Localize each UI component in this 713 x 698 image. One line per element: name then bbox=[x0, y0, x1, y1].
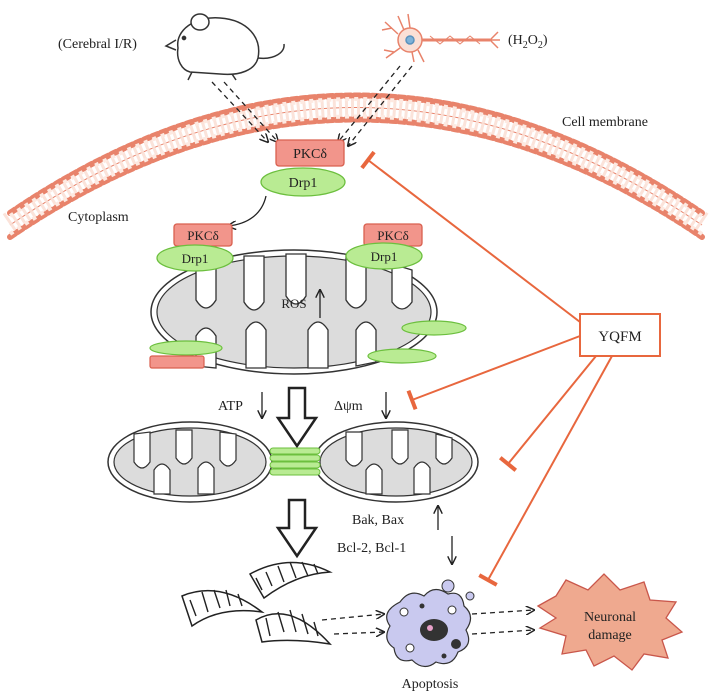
cell-membrane bbox=[2, 92, 710, 240]
ros-label: ROS bbox=[281, 296, 306, 311]
pkc-label: PKCδ bbox=[187, 228, 218, 243]
bak-bax-label: Bak, Bax bbox=[352, 513, 404, 528]
block-arrow-fission bbox=[275, 386, 319, 449]
bcl-label: Bcl-2, Bcl-1 bbox=[337, 541, 406, 556]
cell-membrane-label: Cell membrane bbox=[562, 115, 648, 130]
yqfm-label: YQFM bbox=[598, 329, 641, 345]
cerebral-ir-label: (Cerebral I/R) bbox=[58, 37, 137, 52]
stimulus-arrows bbox=[211, 65, 413, 146]
starburst-icon bbox=[536, 573, 684, 671]
mito-small-proteins bbox=[149, 320, 467, 369]
translocation-arrow bbox=[228, 195, 267, 226]
neuronal-label: Neuronal bbox=[584, 610, 636, 625]
mito-pkc-drp1-left: PKCδ Drp1 bbox=[156, 223, 234, 272]
fragmented-mitochondria bbox=[181, 561, 333, 646]
drp1-label: Drp1 bbox=[182, 251, 209, 266]
atp-label: ATP bbox=[218, 399, 243, 414]
yqfm-box bbox=[579, 313, 661, 357]
apoptosis-label: Apoptosis bbox=[402, 677, 459, 692]
cytoplasm-label: Cytoplasm bbox=[68, 210, 129, 225]
mito-pkc-drp1-right: PKCδ Drp1 bbox=[345, 223, 423, 270]
block-arrow-fragment bbox=[275, 498, 319, 559]
drp1-label: Drp1 bbox=[371, 249, 398, 264]
h2o2-label: (H2O2) bbox=[508, 33, 548, 51]
apoptosis-arrows bbox=[321, 610, 534, 634]
drp1-label: Drp1 bbox=[289, 176, 318, 191]
pkc-label: PKCδ bbox=[293, 147, 327, 162]
membrane-pkc-drp1: PKCδ Drp1 bbox=[260, 139, 346, 197]
yqfm-inhibition-lines bbox=[360, 150, 613, 587]
pkc-label: PKCδ bbox=[377, 228, 408, 243]
mitochondrion-dividing-left bbox=[107, 421, 273, 503]
apoptotic-cell-icon bbox=[386, 579, 475, 668]
mitochondrion-top: ROS bbox=[150, 249, 438, 375]
neuron-icon bbox=[381, 13, 500, 63]
mitochondrion-dividing-right bbox=[313, 421, 479, 503]
drp1-ring bbox=[269, 447, 321, 476]
drp1-ellipse bbox=[260, 167, 346, 197]
pkc-box bbox=[275, 139, 345, 167]
damage-label: damage bbox=[588, 628, 632, 643]
mouse-icon bbox=[164, 13, 285, 81]
delta-psi-m-label: Δψm bbox=[334, 399, 363, 414]
